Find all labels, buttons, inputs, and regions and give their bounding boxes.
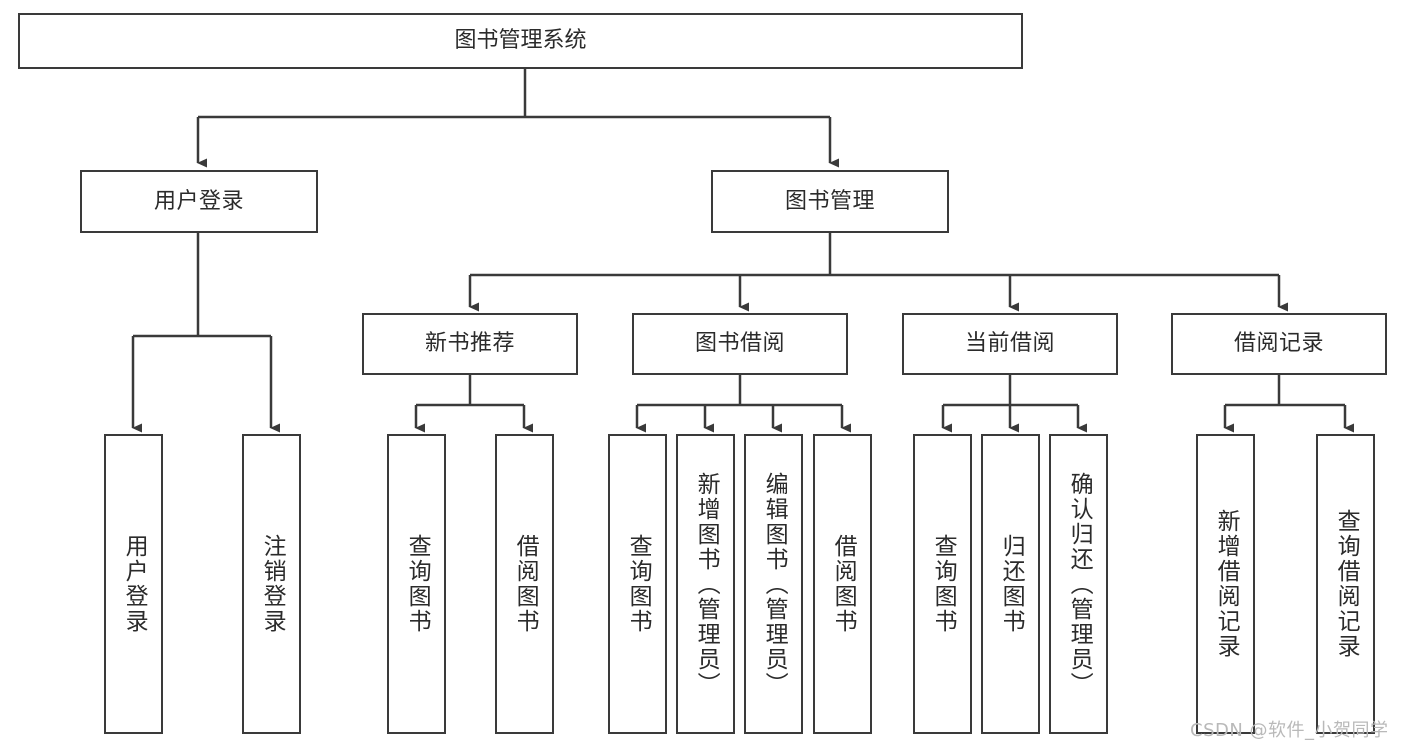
node-label: 归还图书 [998,534,1025,634]
node-label: 图书借阅 [694,331,785,357]
node-current-borrow[interactable]: 当前借阅 [902,313,1118,375]
node-book-management[interactable]: 图书管理 [711,170,949,233]
node-leaf-borrow-query[interactable]: 查询图书 [608,434,667,734]
node-label: 借阅记录 [1233,331,1324,357]
node-new-book-recommend[interactable]: 新书推荐 [362,313,578,375]
node-leaf-records-query[interactable]: 查询借阅记录 [1316,434,1375,734]
node-user-login[interactable]: 用户登录 [80,170,318,233]
node-label: 注销登录 [259,534,286,634]
node-book-borrow[interactable]: 图书借阅 [632,313,848,375]
node-label: 用户登录 [121,534,148,634]
node-label: 查询图书 [625,534,652,634]
node-leaf-current-query[interactable]: 查询图书 [913,434,972,734]
node-label: 当前借阅 [964,331,1055,357]
node-label: 编辑图书（管理员） [761,471,788,697]
node-leaf-borrow-add-book[interactable]: 新增图书（管理员） [676,434,735,734]
node-leaf-user-login-signout[interactable]: 注销登录 [242,434,301,734]
node-label: 查询借阅记录 [1333,509,1360,659]
node-borrow-records[interactable]: 借阅记录 [1171,313,1387,375]
node-leaf-records-add[interactable]: 新增借阅记录 [1196,434,1255,734]
node-label: 图书管理系统 [454,28,587,54]
node-leaf-new-book-borrow[interactable]: 借阅图书 [495,434,554,734]
node-label: 确认归还（管理员） [1066,471,1093,697]
node-leaf-new-book-query[interactable]: 查询图书 [387,434,446,734]
node-label: 查询图书 [930,534,957,634]
node-leaf-borrow-borrow-book[interactable]: 借阅图书 [813,434,872,734]
node-label: 借阅图书 [830,534,857,634]
node-label: 用户登录 [153,188,244,214]
node-leaf-user-login-signin[interactable]: 用户登录 [104,434,163,734]
node-leaf-borrow-edit-book[interactable]: 编辑图书（管理员） [744,434,803,734]
node-label: 新增图书（管理员） [693,471,720,697]
node-root-book-management-system[interactable]: 图书管理系统 [18,13,1023,69]
node-label: 新增借阅记录 [1213,509,1240,659]
node-label: 查询图书 [404,534,431,634]
node-leaf-current-confirm-return[interactable]: 确认归还（管理员） [1049,434,1108,734]
node-label: 新书推荐 [424,331,515,357]
node-label: 借阅图书 [512,534,539,634]
node-label: 图书管理 [784,188,875,214]
csdn-watermark: CSDN @软件_小贺同学 [1190,720,1389,741]
node-leaf-current-return[interactable]: 归还图书 [981,434,1040,734]
